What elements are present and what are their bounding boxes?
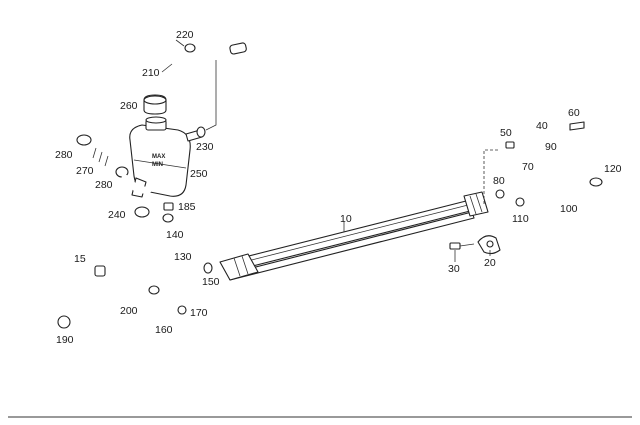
clamp-80[interactable] <box>495 189 505 199</box>
callout-60: 60 <box>568 107 580 119</box>
hose-270[interactable] <box>90 147 117 167</box>
tank-min-mark: MIN <box>152 162 163 168</box>
callout-185: 185 <box>178 201 196 213</box>
clamp-150[interactable] <box>203 262 213 274</box>
callout-110: 110 <box>512 213 529 225</box>
callout-210: 210 <box>142 67 160 79</box>
elbow-connector[interactable] <box>121 174 152 194</box>
callout-100: 100 <box>560 203 578 215</box>
clip-185[interactable] <box>163 202 174 211</box>
tank-max-mark: MAX <box>152 154 165 160</box>
callout-190: 190 <box>56 334 74 346</box>
callout-10: 10 <box>340 213 352 225</box>
clamp-120[interactable] <box>589 177 603 187</box>
callout-280-upper: 280 <box>55 149 73 161</box>
callout-90: 90 <box>545 141 557 153</box>
clamp-240[interactable] <box>134 206 150 218</box>
callout-30: 30 <box>448 263 460 275</box>
clamp-220[interactable] <box>184 43 196 53</box>
clamp-170[interactable] <box>177 305 187 315</box>
hose-210[interactable] <box>152 42 247 103</box>
callout-200: 200 <box>120 305 138 317</box>
pipe-assembly-10[interactable] <box>219 191 489 281</box>
clip-60[interactable] <box>569 121 585 131</box>
callout-150: 150 <box>202 276 220 288</box>
bolt-30[interactable] <box>449 242 475 250</box>
hose-160[interactable] <box>155 297 179 329</box>
clamp-200[interactable] <box>148 285 160 295</box>
clamp-190[interactable] <box>57 315 71 329</box>
callout-250: 250 <box>190 168 208 180</box>
callout-20: 20 <box>484 257 496 269</box>
clip-20[interactable] <box>477 235 501 255</box>
callout-260: 260 <box>120 100 138 112</box>
clamp-110[interactable] <box>515 197 525 207</box>
callout-120: 120 <box>604 163 622 175</box>
callout-280-lower: 280 <box>95 179 113 191</box>
hose-100[interactable] <box>525 190 608 211</box>
callout-230: 230 <box>196 141 214 153</box>
hose-15[interactable] <box>42 250 158 322</box>
callout-240: 240 <box>108 209 126 221</box>
clamp-230[interactable] <box>196 126 206 138</box>
clamp-50[interactable] <box>505 141 515 149</box>
hose-140[interactable] <box>146 213 174 265</box>
callout-220: 220 <box>176 29 194 41</box>
callout-140: 140 <box>166 229 184 241</box>
callout-40: 40 <box>536 120 548 132</box>
callout-80: 80 <box>493 175 505 187</box>
callout-130: 130 <box>174 251 192 263</box>
hose-40[interactable] <box>517 126 591 171</box>
callout-15: 15 <box>74 253 86 265</box>
callout-170: 170 <box>190 307 208 319</box>
callout-160: 160 <box>155 324 173 336</box>
clamp-280-upper[interactable] <box>76 134 92 146</box>
callout-70: 70 <box>522 161 534 173</box>
hose-70[interactable] <box>509 142 558 193</box>
callout-50: 50 <box>500 127 512 139</box>
cap-260[interactable] <box>143 94 167 115</box>
hose-90[interactable] <box>552 147 573 183</box>
expansion-tank-250[interactable]: MAX MIN <box>129 116 203 198</box>
callout-270: 270 <box>76 165 94 177</box>
hose-130-stub[interactable] <box>157 269 167 285</box>
